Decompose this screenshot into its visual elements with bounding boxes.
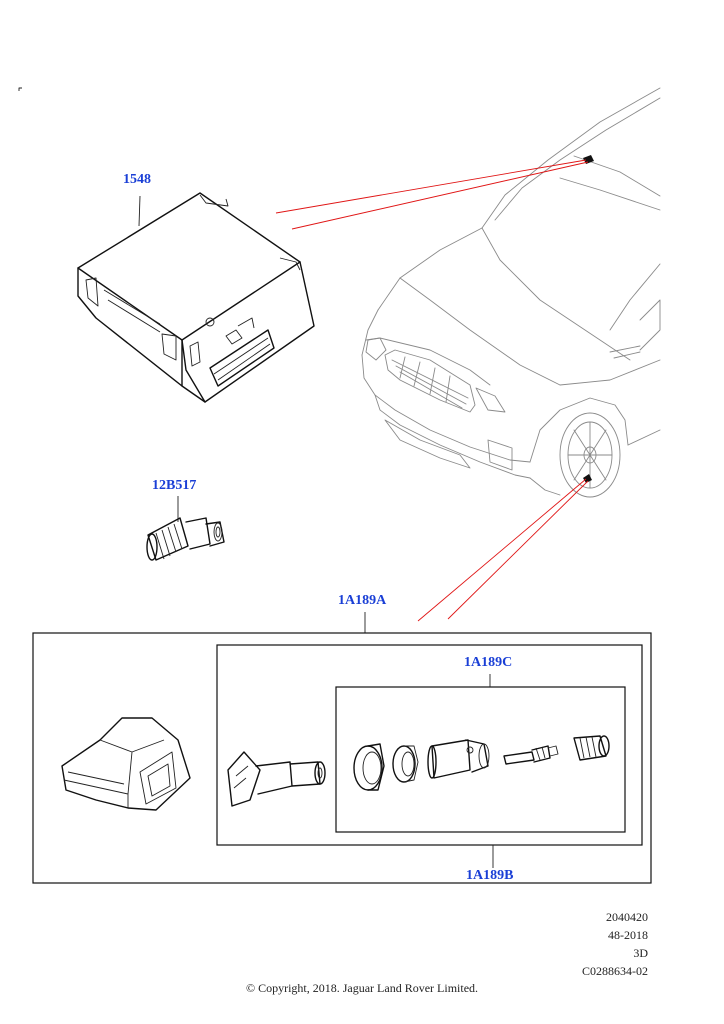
kit-frame-1A189A bbox=[32, 632, 652, 884]
part-label-1A189A[interactable]: 1A189A bbox=[338, 593, 387, 608]
kit-frame-1A189C bbox=[335, 686, 626, 833]
meta-line-2: 48-2018 bbox=[608, 928, 648, 942]
valve-nut-icon[interactable] bbox=[427, 739, 490, 779]
crop-mark bbox=[18, 87, 22, 91]
valve-core-icon[interactable] bbox=[503, 745, 559, 765]
part-label-12B517[interactable]: 12B517 bbox=[152, 478, 197, 493]
meta-line-3: 3D bbox=[633, 946, 648, 960]
valve-cap-icon[interactable] bbox=[573, 735, 610, 761]
tpms-module-icon[interactable] bbox=[77, 192, 315, 403]
grommet-icon[interactable] bbox=[353, 743, 385, 791]
part-label-1A189C[interactable]: 1A189C bbox=[464, 655, 513, 670]
meta-line-1: 2040420 bbox=[606, 910, 648, 924]
copyright-notice: © Copyright, 2018. Jaguar Land Rover Lim… bbox=[245, 981, 479, 995]
tyre-pressure-sensor-icon[interactable] bbox=[61, 717, 191, 811]
leader-line-module-2 bbox=[291, 161, 589, 230]
meta-line-4: C0288634-02 bbox=[582, 964, 648, 978]
part-label-1548[interactable]: 1548 bbox=[123, 172, 151, 187]
tpms-antenna-icon[interactable] bbox=[146, 496, 225, 561]
vehicle-icon bbox=[361, 87, 661, 498]
part-label-1A189B[interactable]: 1A189B bbox=[466, 868, 514, 883]
kit-frame-1A189B bbox=[216, 644, 643, 846]
leader-line-module bbox=[275, 159, 587, 214]
valve-stem-icon[interactable] bbox=[227, 751, 326, 807]
leader-line-wheel bbox=[417, 478, 587, 622]
illustration-meta: 2040420 48-2018 3D C0288634-02 bbox=[582, 908, 648, 980]
washer-icon[interactable] bbox=[392, 745, 419, 783]
leader-line-wheel-2 bbox=[447, 480, 589, 620]
